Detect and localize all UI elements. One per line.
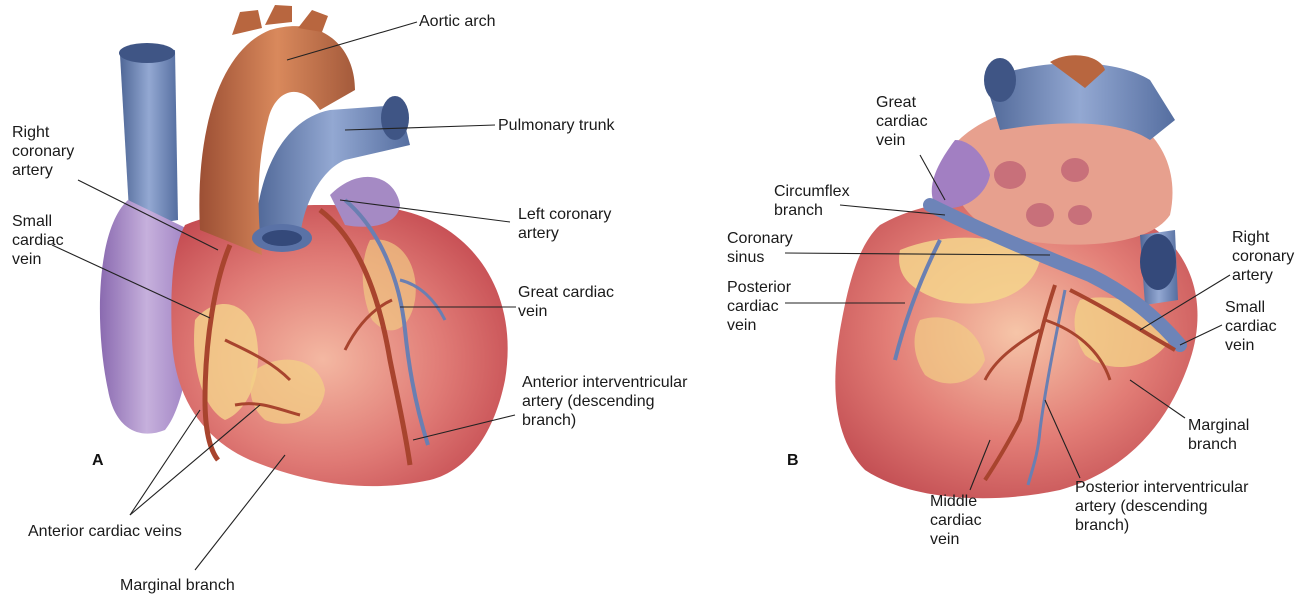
panel-label-a: A	[92, 452, 104, 470]
label-middle-cardiac-vein: Middle cardiac vein	[930, 492, 982, 549]
aorta-branch-3-a	[298, 10, 328, 32]
label-anterior-interventricular-artery: Anterior interventricular artery (descen…	[522, 373, 687, 430]
pulmonary-vein-opening-b4	[1068, 205, 1092, 225]
label-small-cardiac-vein-a: Small cardiac vein	[12, 212, 64, 269]
ivc-opening-b	[1140, 234, 1176, 290]
label-circumflex-branch: Circumflex branch	[774, 182, 850, 220]
label-right-coronary-artery-b: Right coronary artery	[1232, 228, 1294, 285]
pulmonary-vein-opening-b2	[1026, 203, 1054, 227]
leader-marginal-branch-a	[195, 455, 285, 570]
aorta-branch-2-a	[265, 5, 292, 25]
label-great-cardiac-vein-a: Great cardiac vein	[518, 283, 614, 321]
pulmonary-vein-opening-b1	[994, 161, 1026, 189]
pulmonary-root-inner-a	[262, 230, 302, 246]
heart-a-anterior	[100, 5, 508, 486]
panel-label-b: B	[787, 452, 799, 470]
label-posterior-cardiac-vein: Posterior cardiac vein	[727, 278, 791, 335]
label-marginal-branch-a: Marginal branch	[120, 576, 235, 595]
label-posterior-interventricular-artery: Posterior interventricular artery (desce…	[1075, 478, 1248, 535]
label-coronary-sinus: Coronary sinus	[727, 229, 793, 267]
aorta-branch-1-a	[232, 10, 262, 35]
pulmonary-opening-b	[984, 58, 1016, 102]
pulmonary-vein-opening-b3	[1061, 158, 1089, 182]
label-aortic-arch: Aortic arch	[419, 12, 495, 31]
svc-opening-a	[119, 43, 175, 63]
label-great-cardiac-vein-b: Great cardiac vein	[876, 93, 928, 150]
label-pulmonary-trunk: Pulmonary trunk	[498, 116, 615, 135]
label-left-coronary-artery: Left coronary artery	[518, 205, 611, 243]
label-marginal-branch-b: Marginal branch	[1188, 416, 1249, 454]
label-small-cardiac-vein-b: Small cardiac vein	[1225, 298, 1277, 355]
label-right-coronary-artery-a: Right coronary artery	[12, 123, 74, 180]
label-anterior-cardiac-veins: Anterior cardiac veins	[28, 522, 182, 541]
pulmonary-opening-a	[381, 96, 409, 140]
